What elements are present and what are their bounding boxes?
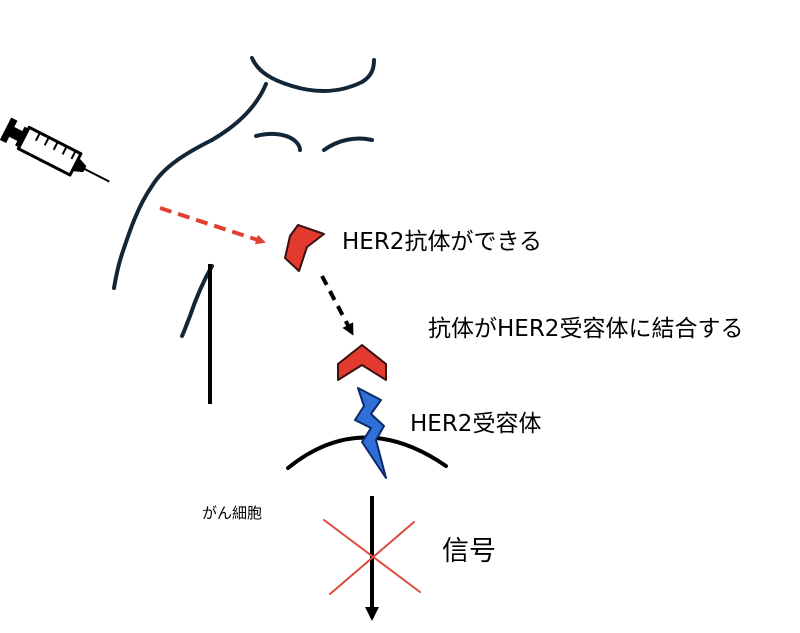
body-outline	[112, 56, 376, 338]
antibody-chevron-icon	[284, 224, 325, 272]
clavicle-left	[254, 131, 302, 152]
receptor-label: HER2受容体	[410, 411, 542, 437]
signal-label: 信号	[442, 536, 496, 567]
clavicle-right	[322, 136, 374, 152]
shoulder-arm-line	[112, 138, 214, 290]
injection-arrow	[159, 206, 266, 245]
armpit-line	[180, 264, 214, 338]
lightning-receptor-icon	[354, 387, 387, 479]
bound-antibody-chevron-icon	[337, 344, 387, 381]
neck-chin-line	[250, 56, 376, 93]
binding-arrow	[320, 275, 354, 336]
syringe-icon	[0, 117, 110, 183]
antibody-binds-label: 抗体がHER2受容体に結合する	[428, 316, 744, 342]
antibody-made-label: HER2抗体ができる	[342, 229, 542, 255]
cancer-cell-label: がん細胞	[202, 504, 263, 522]
block-cross-icon	[323, 519, 421, 595]
neck-left-line	[210, 82, 268, 142]
